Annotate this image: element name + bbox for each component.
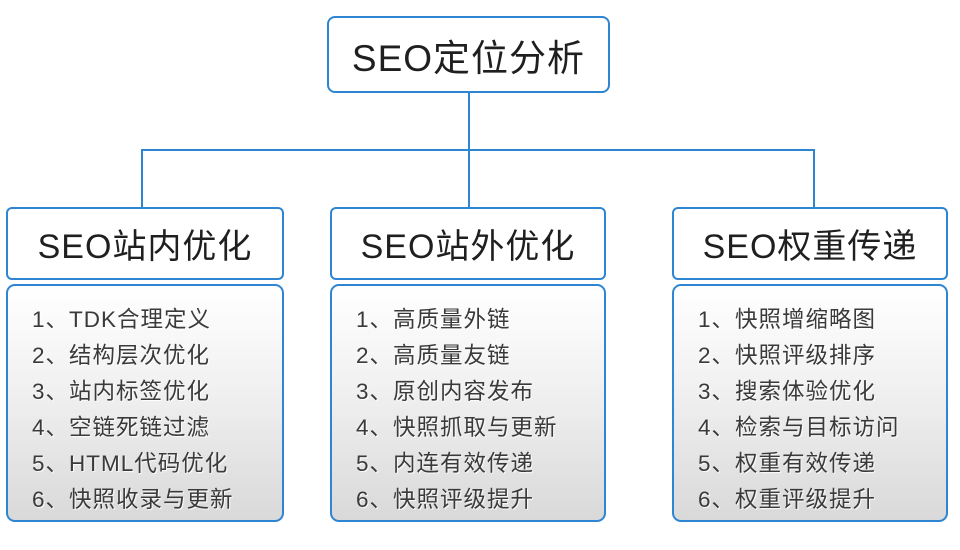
column-onsite-optimization: SEO站内优化 1、TDK合理定义 2、结构层次优化 3、站内标签优化 4、空链… [6, 207, 284, 522]
root-node-title: SEO定位分析 [351, 37, 586, 79]
list-item: 5、权重有效传递 [698, 451, 877, 476]
list-item: 3、搜索体验优化 [698, 379, 877, 404]
list-item: 6、快照评级提升 [356, 487, 535, 512]
list-item: 4、快照抓取与更新 [356, 415, 558, 440]
column-header: SEO站外优化 [330, 207, 606, 280]
column-header: SEO权重传递 [672, 207, 948, 280]
list-item: 1、高质量外链 [356, 307, 511, 332]
column-body: 1、高质量外链 2、高质量友链 3、原创内容发布 4、快照抓取与更新 5、内连有… [330, 284, 606, 522]
connector-horizontal [141, 149, 815, 151]
list-item: 1、快照增缩略图 [698, 307, 877, 332]
column-header-label: SEO站内优化 [37, 228, 253, 266]
column-header-label: SEO权重传递 [702, 228, 918, 266]
list-item: 3、原创内容发布 [356, 379, 535, 404]
list-item: 6、快照收录与更新 [32, 487, 234, 512]
list-item: 2、结构层次优化 [32, 343, 211, 368]
list-item: 1、TDK合理定义 [32, 307, 212, 332]
column-offsite-optimization: SEO站外优化 1、高质量外链 2、高质量友链 3、原创内容发布 4、快照抓取与… [330, 207, 606, 522]
column-body: 1、TDK合理定义 2、结构层次优化 3、站内标签优化 4、空链死链过滤 5、H… [6, 284, 284, 522]
list-item: 2、快照评级排序 [698, 343, 877, 368]
list-item: 4、空链死链过滤 [32, 415, 211, 440]
column-header-label: SEO站外优化 [360, 228, 576, 266]
connector-root-vertical [468, 89, 470, 208]
root-node: SEO定位分析 [327, 16, 610, 93]
column-body: 1、快照增缩略图 2、快照评级排序 3、搜索体验优化 4、检索与目标访问 5、权… [672, 284, 948, 522]
list-item: 3、站内标签优化 [32, 379, 211, 404]
column-header: SEO站内优化 [6, 207, 284, 280]
list-item: 6、权重评级提升 [698, 487, 877, 512]
list-item: 5、内连有效传递 [356, 451, 535, 476]
list-item: 5、HTML代码优化 [32, 451, 229, 476]
connector-left-vertical [141, 149, 143, 208]
list-item: 4、检索与目标访问 [698, 415, 900, 440]
list-item: 2、高质量友链 [356, 343, 511, 368]
column-weight-transfer: SEO权重传递 1、快照增缩略图 2、快照评级排序 3、搜索体验优化 4、检索与… [672, 207, 948, 522]
connector-right-vertical [813, 149, 815, 208]
